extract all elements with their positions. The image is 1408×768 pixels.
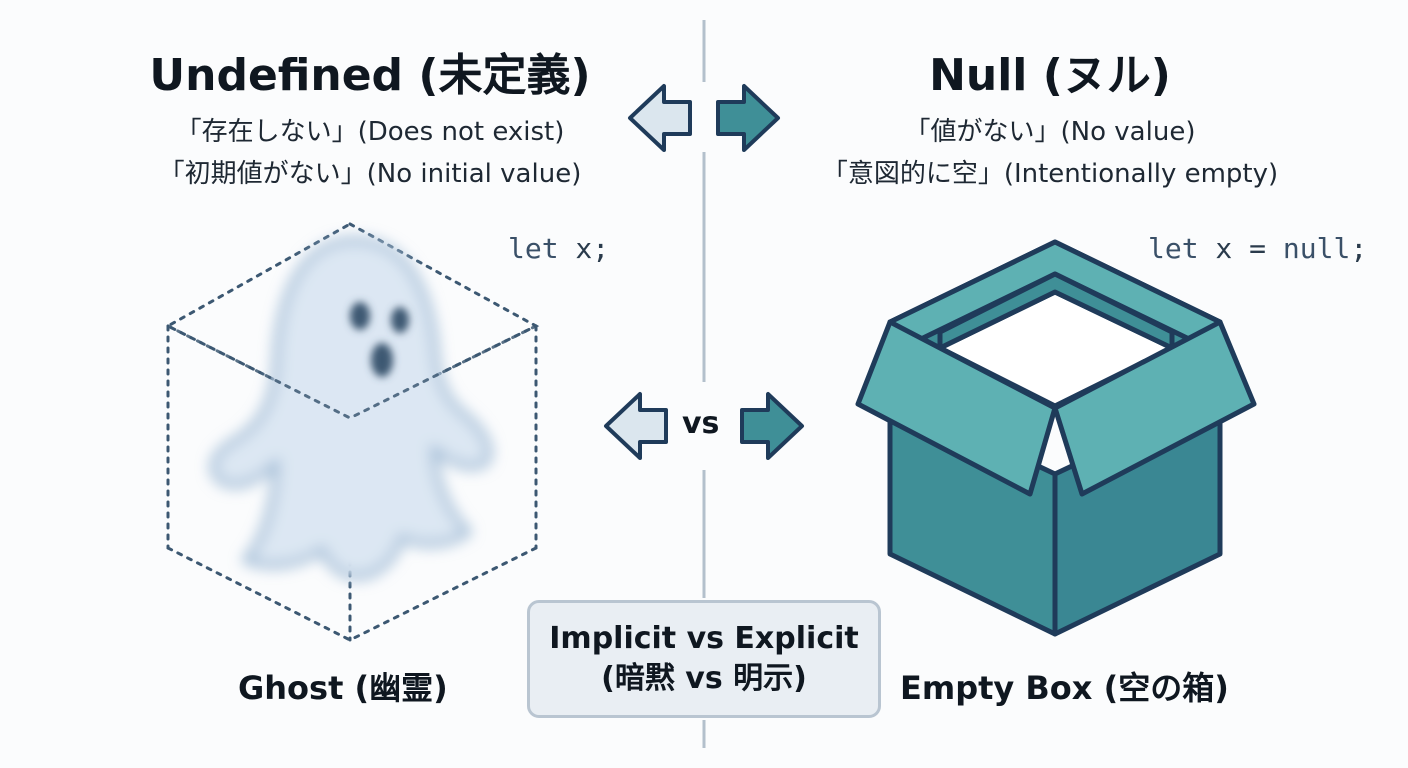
undefined-line-1: 「存在しない」(Does not exist): [175, 117, 565, 147]
null-line-1: 「値がない」(No value): [904, 117, 1196, 147]
code-end: ;: [1350, 232, 1368, 265]
null-code: let x = null;: [1148, 232, 1367, 265]
implicit-explicit-line-2: (暗黙 vs 明示): [601, 661, 807, 696]
vs-label: vs: [682, 406, 720, 441]
null-title: Null (ヌル): [929, 50, 1171, 101]
code-mid: x =: [1198, 232, 1283, 265]
ghost-mouth: [371, 343, 393, 377]
mid-arrow-left-icon: [604, 392, 668, 460]
empty-box-caption: Empty Box (空の箱): [900, 669, 1229, 707]
mid-arrow-right-icon: [740, 392, 804, 460]
empty-box-illustration: [855, 239, 1257, 637]
ghost-caption: Ghost (幽霊): [238, 669, 448, 707]
code-keyword: let: [508, 232, 559, 265]
code-keyword: let: [1148, 232, 1199, 265]
code-rest: x;: [558, 232, 610, 265]
code-null: null: [1282, 232, 1351, 265]
null-line-2: 「意図的に空」(Intentionally empty): [821, 159, 1279, 189]
undefined-code: let x;: [508, 232, 609, 265]
undefined-line-2: 「初期値がない」(No initial value): [158, 159, 582, 189]
empty-box-icon: [855, 239, 1257, 637]
ghost-icon: [210, 236, 493, 580]
undefined-title: Undefined (未定義): [149, 50, 591, 101]
ghost-eye-left: [350, 302, 370, 330]
ghost-eye-right: [391, 307, 409, 333]
top-arrow-left-icon: [628, 84, 692, 152]
top-arrow-right-icon: [716, 84, 780, 152]
ghost-illustration: [164, 222, 540, 642]
implicit-explicit-box: Implicit vs Explicit (暗黙 vs 明示): [527, 600, 881, 718]
implicit-explicit-line-1: Implicit vs Explicit: [549, 621, 859, 656]
